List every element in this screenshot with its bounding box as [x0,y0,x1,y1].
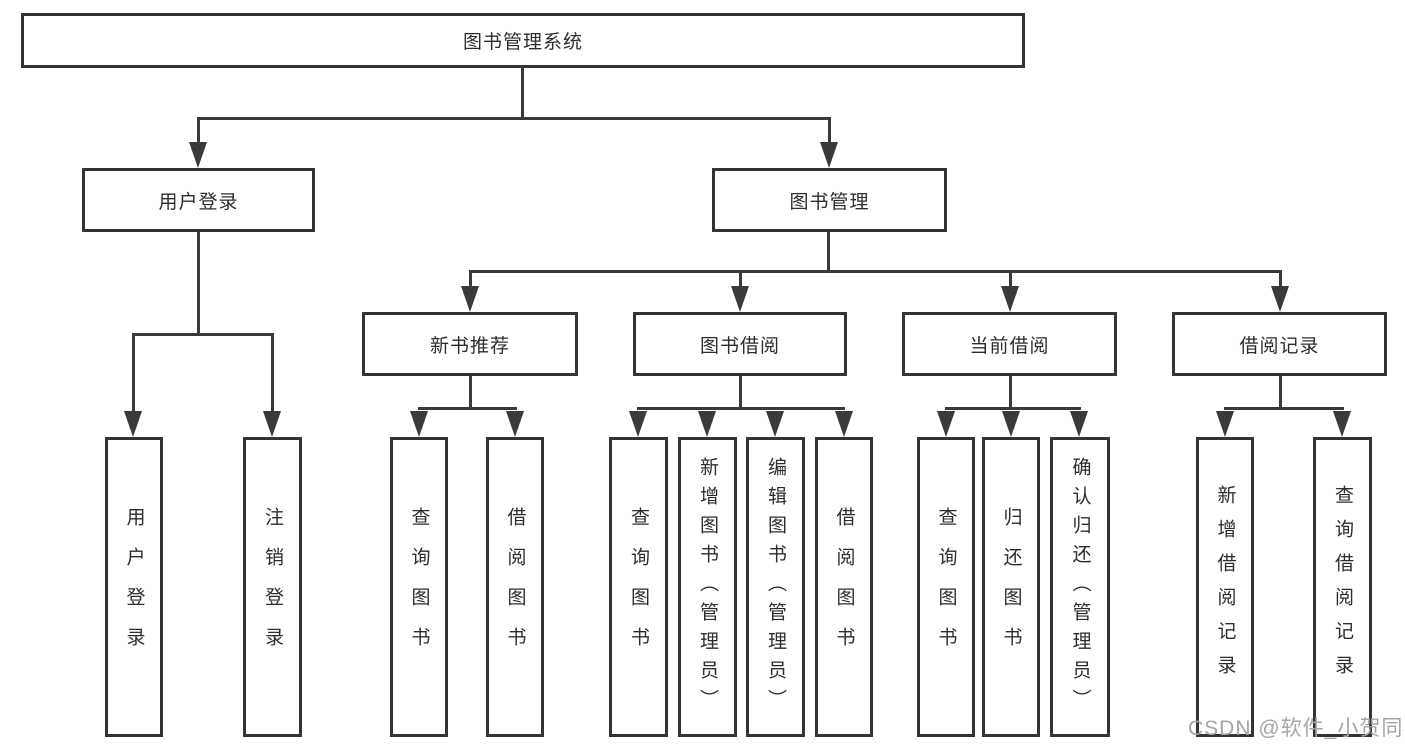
node-current-borrow: 当前借阅 [902,312,1117,376]
node-label: 新书推荐 [429,335,510,357]
arrow-down-icon [820,142,838,168]
connector-line [828,117,831,144]
arrow-down-icon [1216,411,1234,437]
connector-line [1279,270,1282,288]
node-label: 新增图书（管理员） [697,456,718,718]
connector-line [271,333,274,412]
node-label: 用户登录 [123,507,145,667]
connector-line [739,376,742,410]
node-label: 新增借阅记录 [1214,485,1236,689]
node-leaf-edit-book-admin: 编辑图书（管理员） [746,437,805,737]
connector-line [469,376,472,410]
arrow-down-icon [731,286,749,312]
arrow-down-icon [629,411,647,437]
arrow-down-icon [124,411,142,437]
arrow-down-icon [263,411,281,437]
arrow-down-icon [1002,411,1020,437]
connector-line [1009,376,1012,410]
node-root-system: 图书管理系统 [21,13,1025,68]
node-label: 当前借阅 [969,335,1050,357]
node-label: 注销登录 [262,507,283,667]
connector-line [521,68,524,118]
arrow-down-icon [766,411,784,437]
node-leaf-query-book: 查询图书 [609,437,668,737]
connector-line [132,333,135,412]
node-label: 用户登录 [158,191,239,213]
node-label: 图书借阅 [699,335,780,357]
connector-line [418,407,517,410]
node-label: 编辑图书（管理员） [765,456,786,718]
node-leaf-query-book-recommend: 查询图书 [390,437,448,737]
connector-line [197,117,830,120]
node-label: 查询图书 [935,507,957,667]
connector-line [945,407,1081,410]
connector-line [469,270,472,288]
node-leaf-user-login: 用户登录 [105,437,163,737]
connector-line [1279,376,1282,410]
node-label: 借阅图书 [833,507,855,667]
node-leaf-query-borrow-record: 查询借阅记录 [1313,437,1372,737]
connector-line [637,407,845,410]
node-leaf-add-borrow-record: 新增借阅记录 [1196,437,1254,737]
node-leaf-return-book: 归还图书 [982,437,1040,737]
node-label: 确认归还（管理员） [1069,456,1091,718]
connector-line [197,117,200,144]
node-new-book-recommend: 新书推荐 [362,312,578,376]
connector-line [1009,270,1012,288]
node-label: 借阅记录 [1239,335,1320,357]
connector-line [827,232,830,273]
arrow-down-icon [410,411,428,437]
arrow-down-icon [461,286,479,312]
connector-line [197,232,200,336]
arrow-down-icon [698,411,716,437]
connector-line [739,270,742,288]
csdn-watermark: CSDN @软件_小贺同学 [1188,717,1405,740]
node-leaf-add-book-admin: 新增图书（管理员） [678,437,737,737]
arrow-down-icon [189,142,207,168]
arrow-down-icon [937,411,955,437]
node-label: 图书管理系统 [462,32,583,53]
node-leaf-borrow-book-recommend: 借阅图书 [486,437,544,737]
arrow-down-icon [1271,286,1289,312]
connector-line [132,333,274,336]
node-user-login: 用户登录 [82,168,315,232]
arrow-down-icon [1001,286,1019,312]
arrow-down-icon [835,411,853,437]
node-label: 图书管理 [789,191,870,213]
node-leaf-logout: 注销登录 [243,437,302,737]
node-leaf-borrow-book: 借阅图书 [815,437,873,737]
connector-line [469,270,1281,273]
node-book-management: 图书管理 [712,168,947,232]
node-leaf-confirm-return-admin: 确认归还（管理员） [1050,437,1110,737]
node-label: 查询图书 [408,507,430,667]
connector-line [1224,407,1344,410]
arrow-down-icon [1070,411,1088,437]
node-leaf-query-current: 查询图书 [917,437,975,737]
node-label: 借阅图书 [504,507,526,667]
node-label: 归还图书 [1000,507,1022,667]
node-book-borrow: 图书借阅 [633,312,847,376]
node-label: 查询借阅记录 [1332,485,1353,689]
node-borrow-record: 借阅记录 [1172,312,1387,376]
node-label: 查询图书 [628,507,649,667]
arrow-down-icon [1333,411,1351,437]
arrow-down-icon [506,411,524,437]
